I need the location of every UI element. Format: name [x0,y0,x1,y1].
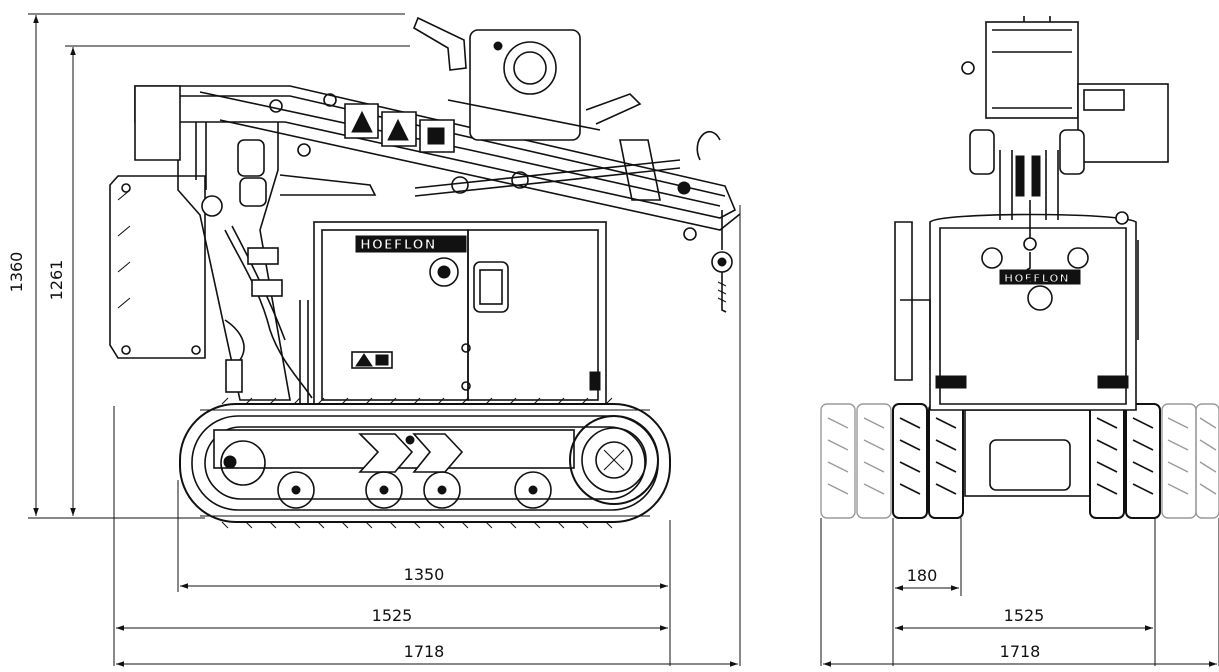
front-grey-tracks [820,403,1219,519]
dimension-labels: 1360 1261 1350 1525 1718 180 1525 1718 [7,252,1044,661]
side-body: HOEFLON [299,221,607,405]
dimension-lines [28,13,1219,667]
dim-label-1525-front: 1525 [1004,606,1045,625]
front-body: HOEFLON [894,211,1139,497]
side-brand-label: HOEFLON [360,238,436,253]
dim-label-1360: 1360 [7,252,26,293]
side-outrigger [109,175,206,359]
front-view-machine: HOEFLON [820,16,1219,519]
side-hook [711,210,733,313]
dim-label-1350: 1350 [404,565,445,584]
side-track [179,397,671,529]
dim-label-180: 180 [907,566,938,585]
dim-label-1718-front: 1718 [1000,642,1041,661]
dim-label-1261: 1261 [47,260,66,301]
side-boom [134,85,741,241]
front-brand-label: HOEFLON [1004,272,1070,285]
side-column [177,90,313,401]
front-tracks [892,403,1161,519]
dim-label-1525-side: 1525 [372,606,413,625]
dim-label-1718-side: 1718 [404,642,445,661]
front-mast [961,16,1169,283]
side-winch [413,16,642,141]
side-view-machine: HOEFLON [109,16,741,529]
